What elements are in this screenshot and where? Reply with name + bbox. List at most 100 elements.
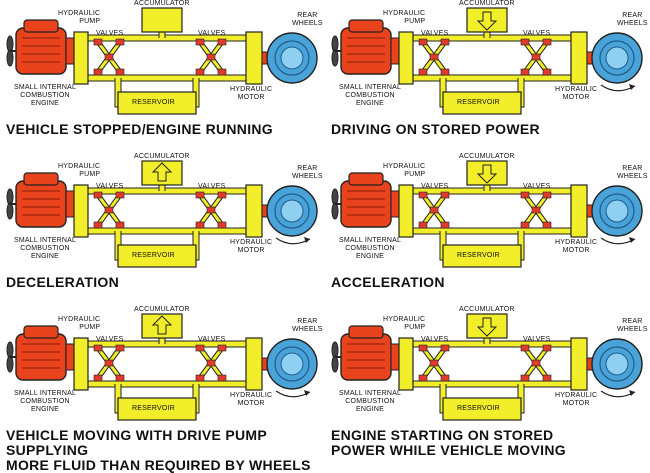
hydraulic-pump (398, 184, 414, 238)
hydraulic-pump (73, 337, 89, 391)
accumulator-label: ACCUMULATOR (134, 0, 190, 7)
system-schematic (6, 7, 318, 115)
accumulator-label: ACCUMULATOR (134, 153, 190, 160)
engine (15, 19, 75, 75)
rotation-arrow-icon (600, 237, 636, 245)
panel-caption: DRIVING ON STORED POWER (331, 121, 540, 137)
valves-label-right: VALVES (198, 336, 226, 343)
valves-label-right: VALVES (198, 30, 226, 37)
rear-wheel-icon (591, 338, 643, 390)
valves-label-left: VALVES (96, 183, 124, 190)
system-schematic (331, 160, 643, 268)
hydraulic-pump (73, 184, 89, 238)
reservoir-label: RESERVOIR (132, 252, 175, 259)
reservoir (442, 91, 522, 115)
hydraulic-motor (570, 184, 588, 238)
hydraulic-motor (245, 31, 263, 85)
valve-left (93, 191, 125, 229)
accumulator-label: ACCUMULATOR (459, 0, 515, 7)
valve-right (195, 344, 227, 382)
valve-right (520, 38, 552, 76)
valve-right (195, 191, 227, 229)
reservoir (117, 397, 197, 421)
hydraulic-pump (73, 31, 89, 85)
hydraulic-motor (245, 337, 263, 391)
rear-wheel-icon (266, 338, 318, 390)
accumulator-label: ACCUMULATOR (459, 153, 515, 160)
hydraulic-pump (398, 31, 414, 85)
valve-left (93, 344, 125, 382)
valve-left (418, 38, 450, 76)
valves-label-right: VALVES (523, 336, 551, 343)
rear-wheel-icon (266, 32, 318, 84)
valve-left (418, 344, 450, 382)
engine (340, 19, 400, 75)
accumulator (141, 7, 183, 33)
reservoir-label: RESERVOIR (457, 99, 500, 106)
reservoir (442, 244, 522, 268)
rotation-arrow-icon (600, 390, 636, 398)
system-schematic (6, 313, 318, 421)
panel-caption: DECELERATION (6, 274, 120, 290)
accumulator-label: ACCUMULATOR (459, 306, 515, 313)
engine (15, 325, 75, 381)
system-schematic (6, 160, 318, 268)
rear-wheel-icon (591, 32, 643, 84)
valves-label-left: VALVES (421, 183, 449, 190)
reservoir (117, 91, 197, 115)
valve-right (520, 191, 552, 229)
reservoir (117, 244, 197, 268)
valve-left (418, 191, 450, 229)
rear-wheel-icon (266, 185, 318, 237)
panel-caption: ACCELERATION (331, 274, 445, 290)
reservoir-label: RESERVOIR (457, 405, 500, 412)
valves-label-left: VALVES (421, 336, 449, 343)
fan-icon (6, 188, 16, 220)
panel-caption: ENGINE STARTING ON STORED POWER WHILE VE… (331, 427, 566, 458)
hydraulic-motor (245, 184, 263, 238)
rotation-arrow-icon (600, 84, 636, 92)
arrow-up-icon (151, 315, 173, 335)
valves-label-right: VALVES (523, 30, 551, 37)
rotation-arrow-icon (275, 390, 311, 398)
valve-right (520, 344, 552, 382)
fan-icon (331, 341, 341, 373)
arrow-down-icon (476, 11, 498, 31)
fan-icon (6, 35, 16, 67)
valves-label-left: VALVES (96, 336, 124, 343)
hydraulic-motor (570, 31, 588, 85)
engine (340, 172, 400, 228)
reservoir (442, 397, 522, 421)
fan-icon (331, 188, 341, 220)
valves-label-right: VALVES (198, 183, 226, 190)
reservoir-label: RESERVOIR (457, 252, 500, 259)
rear-wheel-icon (591, 185, 643, 237)
reservoir-label: RESERVOIR (132, 405, 175, 412)
